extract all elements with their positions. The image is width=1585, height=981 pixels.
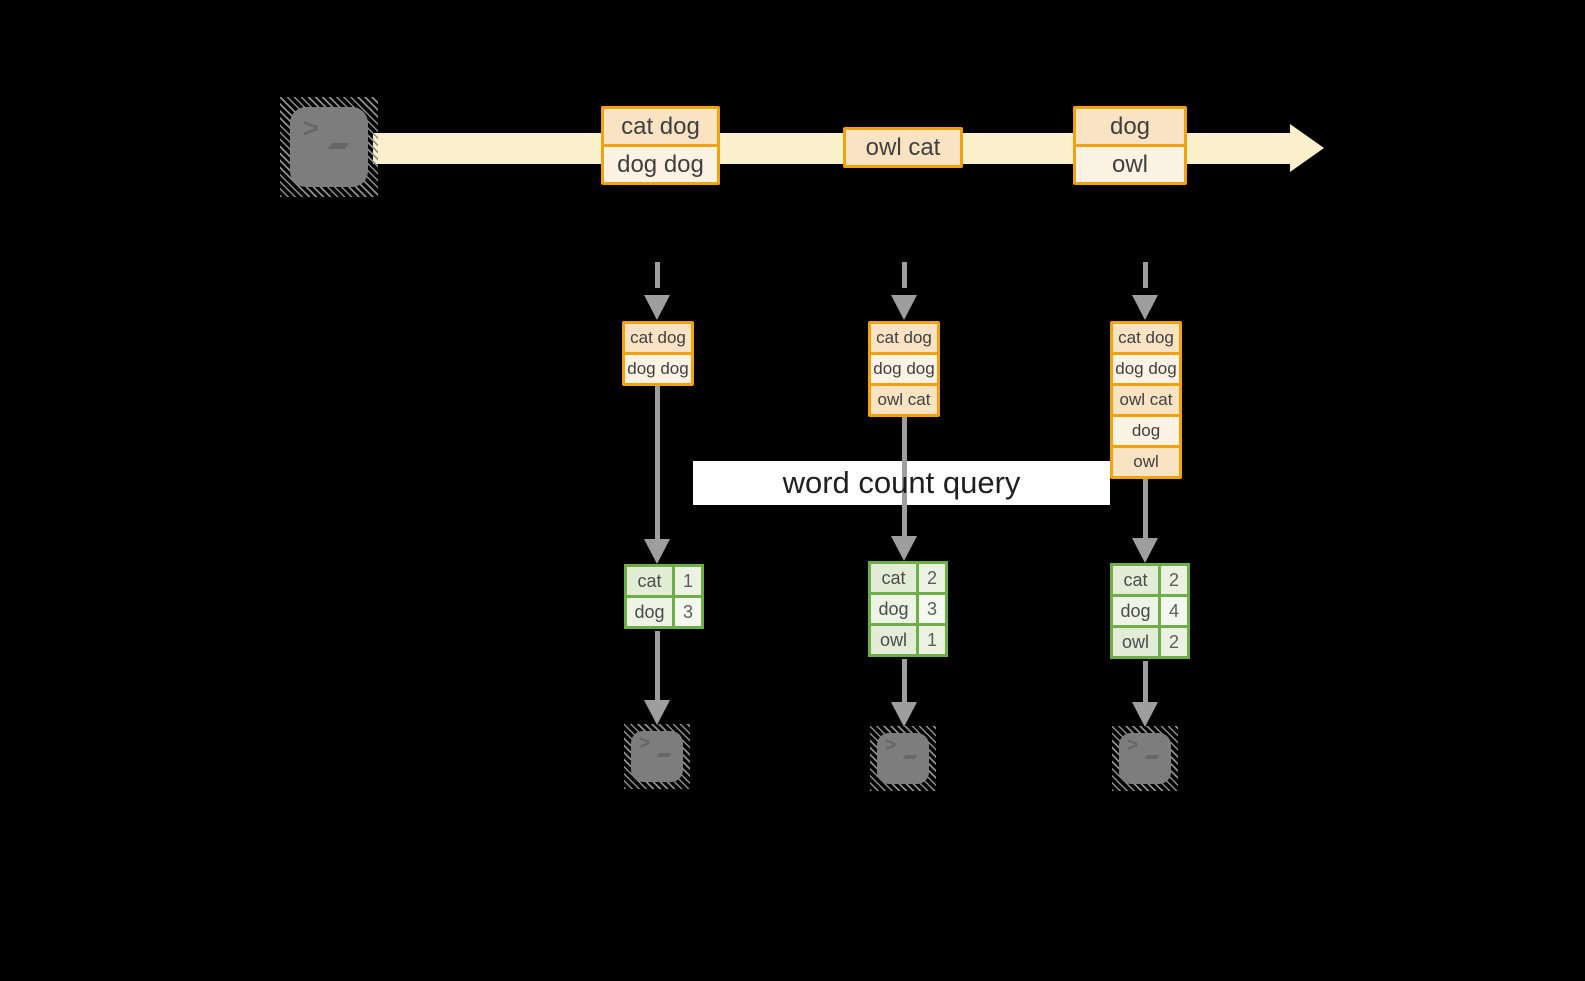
stream-record-box: cat dog dog dog	[601, 106, 720, 185]
down-arrow	[1143, 661, 1148, 703]
table-cell-count: 2	[1161, 628, 1187, 656]
word-count-table: cat 2 dog 3 owl 1	[868, 561, 948, 657]
dashed-arrowhead-icon	[644, 295, 670, 320]
terminal-screen: >	[877, 733, 929, 784]
table-cell-word: cat	[1113, 566, 1158, 594]
buffer-box: cat dog dog dog owl cat dog owl	[1110, 321, 1182, 479]
record-row: dog dog	[1113, 355, 1179, 383]
down-arrowhead-icon	[891, 702, 917, 727]
source-terminal-icon: >	[280, 97, 378, 197]
down-arrowhead-icon	[891, 536, 917, 561]
table-cell-count: 2	[1161, 566, 1187, 594]
terminal-cursor	[1144, 755, 1160, 759]
sink-terminal-icon: >	[624, 724, 690, 789]
table-cell-word: dog	[1113, 597, 1158, 625]
record-row: cat dog	[1113, 324, 1179, 352]
down-arrow	[1143, 479, 1148, 539]
down-arrow	[655, 386, 660, 540]
query-label: word count query	[782, 465, 1021, 500]
dashed-arrowhead-icon	[1132, 295, 1158, 320]
down-arrowhead-icon	[1132, 538, 1158, 563]
dashed-arrow	[655, 262, 660, 288]
record-row: dog dog	[625, 355, 691, 383]
table-cell-count: 1	[919, 626, 945, 654]
terminal-cursor	[902, 755, 918, 759]
down-arrow	[655, 631, 660, 701]
table-cell-count: 2	[919, 564, 945, 592]
record-row: dog	[1076, 109, 1184, 144]
record-row: owl	[1113, 448, 1179, 476]
table-cell-word: dog	[871, 595, 916, 623]
buffer-box: cat dog dog dog owl cat	[868, 321, 940, 417]
record-row: dog	[1113, 417, 1179, 445]
record-row: owl	[1076, 147, 1184, 182]
table-cell-word: dog	[627, 598, 672, 626]
record-row: cat dog	[604, 109, 717, 144]
table-cell-count: 3	[919, 595, 945, 623]
table-cell-count: 3	[675, 598, 701, 626]
dashed-arrow	[1143, 262, 1148, 288]
word-count-table: cat 1 dog 3	[624, 564, 704, 629]
record-row: cat dog	[871, 324, 937, 352]
terminal-screen: >	[290, 107, 368, 187]
table-cell-count: 4	[1161, 597, 1187, 625]
query-banner	[693, 461, 1110, 505]
down-arrowhead-icon	[1132, 702, 1158, 727]
word-count-table: cat 2 dog 4 owl 2	[1110, 563, 1190, 659]
terminal-prompt: >	[1127, 735, 1139, 756]
terminal-prompt: >	[303, 113, 319, 143]
sink-terminal-icon: >	[870, 726, 936, 791]
table-cell-word: cat	[871, 564, 916, 592]
dashed-arrowhead-icon	[891, 295, 917, 320]
record-row: dog dog	[871, 355, 937, 383]
terminal-screen: >	[631, 731, 683, 782]
stream-record-box: dog owl	[1073, 106, 1187, 185]
terminal-cursor	[656, 753, 672, 757]
down-arrowhead-icon	[644, 539, 670, 564]
buffer-box: cat dog dog dog	[622, 321, 694, 386]
table-cell-word: owl	[1113, 628, 1158, 656]
record-row: owl cat	[1113, 386, 1179, 414]
down-arrowhead-icon	[644, 700, 670, 725]
table-cell-word: owl	[871, 626, 916, 654]
terminal-prompt: >	[639, 733, 651, 754]
table-cell-count: 1	[675, 567, 701, 595]
terminal-cursor	[327, 143, 350, 149]
record-row: owl cat	[871, 386, 937, 414]
down-arrow	[902, 417, 907, 537]
record-row: cat dog	[625, 324, 691, 352]
terminal-screen: >	[1119, 733, 1171, 784]
stream-arrowhead-icon	[1290, 124, 1324, 172]
down-arrow	[902, 659, 907, 703]
record-row: dog dog	[604, 147, 717, 182]
sink-terminal-icon: >	[1112, 726, 1178, 791]
terminal-prompt: >	[885, 735, 897, 756]
dashed-arrow	[902, 262, 907, 288]
record-row: owl cat	[846, 130, 960, 165]
table-cell-word: cat	[627, 567, 672, 595]
stream-record-box: owl cat	[843, 127, 963, 168]
